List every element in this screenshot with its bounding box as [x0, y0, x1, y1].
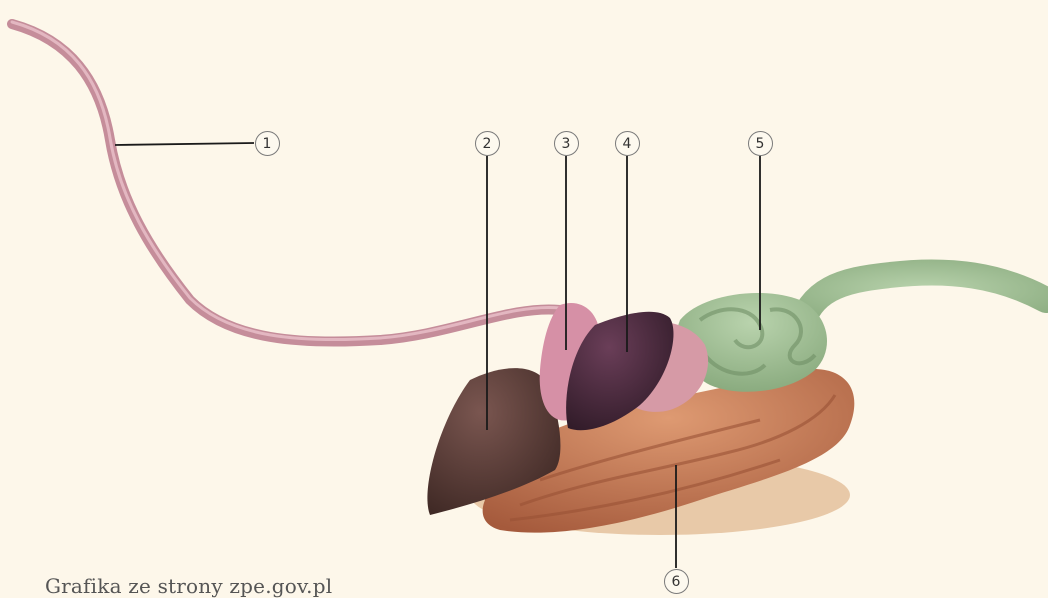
callout-label: 3 [554, 131, 579, 156]
pink-tube-highlight [12, 22, 560, 340]
callout-label: 2 [475, 131, 500, 156]
image-credit-caption: Grafika ze strony zpe.gov.pl [45, 574, 332, 598]
callout-label: 4 [615, 131, 640, 156]
callout-label: 6 [664, 569, 689, 594]
callout-label: 1 [255, 131, 280, 156]
callout-label: 5 [748, 131, 773, 156]
green-tube [800, 272, 1046, 330]
pink-tube [12, 24, 560, 342]
leader-line [115, 143, 254, 145]
